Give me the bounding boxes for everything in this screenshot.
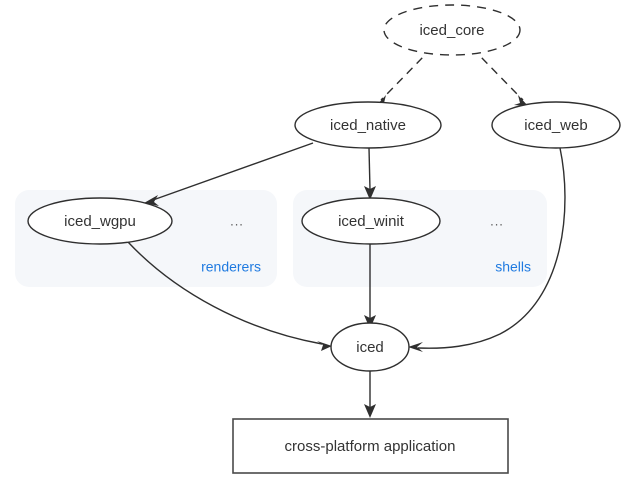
node-iced[interactable]: iced (330, 322, 410, 372)
arrowhead-icon (364, 315, 376, 329)
node-iced-wgpu[interactable]: iced_wgpu (27, 197, 173, 245)
edge-iced-to-application (364, 371, 376, 418)
node-renderers-more: ... (230, 213, 244, 228)
edge-iced_winit-to-iced (364, 244, 376, 329)
edge-iced_native-to-iced_winit (364, 147, 376, 200)
node-application-label: cross-platform application (285, 438, 456, 455)
arrowhead-icon (364, 404, 376, 418)
node-iced-native[interactable]: iced_native (294, 101, 442, 149)
node-iced-native-label: iced_native (330, 117, 406, 134)
node-application-shape[interactable] (232, 418, 509, 474)
node-iced-core-label: iced_core (419, 22, 484, 39)
edge-line (152, 142, 314, 201)
node-shells-more-label: ... (490, 213, 504, 228)
node-iced-winit-shape[interactable] (301, 197, 441, 245)
node-iced-winit[interactable]: iced_winit (301, 197, 441, 245)
edge-iced_core-to-iced_web (471, 47, 528, 106)
edge-iced_core-to-iced_native (376, 47, 433, 106)
node-iced-wgpu-label: iced_wgpu (64, 213, 136, 230)
arrowhead-icon (514, 95, 528, 106)
edge-iced_wgpu-to-iced (127, 241, 332, 351)
arrowhead-icon (408, 342, 423, 352)
node-renderers-more-label: ... (230, 213, 244, 228)
node-iced-shape[interactable] (330, 322, 410, 372)
node-application[interactable]: cross-platform application (232, 418, 509, 474)
edge-line (417, 147, 566, 349)
node-iced-native-shape[interactable] (294, 101, 442, 149)
edge-line (368, 147, 371, 191)
node-shells-more: ... (490, 213, 504, 228)
arrowhead-icon (364, 186, 376, 200)
edge-line (380, 47, 433, 101)
edge-line (127, 241, 323, 345)
node-iced-wgpu-shape[interactable] (27, 197, 173, 245)
node-iced-web-label: iced_web (524, 117, 587, 134)
edge-line (471, 47, 524, 101)
node-iced-label: iced (356, 339, 384, 356)
edge-iced_web-to-iced (408, 147, 566, 352)
node-iced-winit-label: iced_winit (338, 213, 405, 230)
node-iced-web[interactable]: iced_web (491, 101, 621, 149)
cluster-shells-label: shells (495, 259, 531, 275)
cluster-renderers-label: renderers (201, 259, 261, 275)
node-iced-core[interactable]: iced_core (383, 4, 521, 56)
node-iced-core-shape[interactable] (383, 4, 521, 56)
arrowhead-icon (317, 341, 332, 351)
node-iced-web-shape[interactable] (491, 101, 621, 149)
